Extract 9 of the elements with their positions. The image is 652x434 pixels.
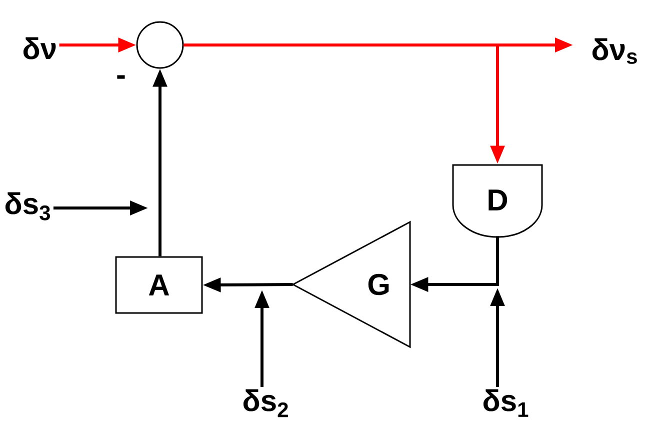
signal-label: δν$_{s}$ — [592, 38, 637, 64]
process-box: A — [115, 256, 203, 314]
minus-sign: - — [117, 75, 125, 79]
signal-label: δν — [23, 37, 56, 60]
signal-label: δs$_{3}$ — [5, 192, 50, 220]
detector-block: D — [452, 164, 543, 238]
signal-label: δs$_{2}$ — [243, 389, 288, 418]
summing-junction — [136, 21, 184, 69]
signal-label: δs$_{1}$ — [483, 389, 528, 417]
